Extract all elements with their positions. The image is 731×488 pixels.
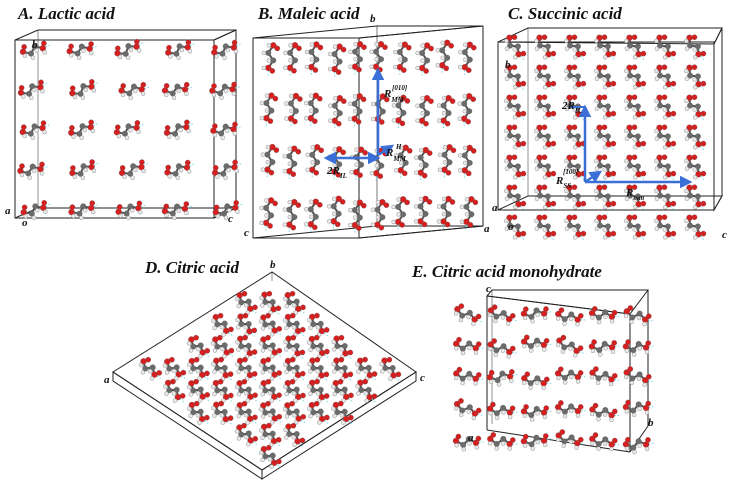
- panel-c-label-r-ss: RSS: [555, 175, 571, 190]
- panel-d-title: D. Citric acid: [145, 258, 239, 277]
- panel-e-axis-a: a: [468, 432, 474, 444]
- panel-b-label-r-mm-010-sup: [010]: [392, 84, 408, 92]
- panel-b: RMM [010] RMM H 2RIL b c a: [244, 13, 490, 239]
- panel-a-unit-cell: [14, 29, 237, 219]
- panel-b-title: B. Maleic acid: [258, 4, 360, 23]
- panel-e-molecules: [452, 303, 656, 455]
- panel-c-vector-r-ss: [584, 170, 603, 184]
- panel-c-axis-a: a: [492, 202, 498, 214]
- panel-d-unit-cell: [112, 271, 417, 480]
- panel-c-label-r-mm: Rmm: [625, 187, 645, 202]
- panel-e-axis-c: c: [486, 283, 491, 295]
- panel-c-axis-b: b: [505, 59, 511, 71]
- panel-b-axis-c: c: [244, 227, 249, 239]
- panel-b-label-2r-il: 2RIL: [326, 165, 347, 180]
- panel-c: 2RIL RSS [100] Rmm b a o c: [492, 27, 727, 242]
- panel-a-axis-c: c: [228, 213, 233, 225]
- panel-d-axis-a: a: [104, 374, 110, 386]
- panel-d-axis-c: c: [420, 372, 425, 384]
- panel-d-molecules: [138, 290, 402, 469]
- panel-b-molecules: [259, 39, 479, 235]
- panel-b-axis-a: a: [484, 223, 490, 235]
- panel-d-axis-b: b: [270, 259, 276, 271]
- panel-c-title: C. Succinic acid: [508, 4, 622, 23]
- panel-b-label-r-mm-h-sup: H: [395, 143, 402, 151]
- panel-a-axis-b: b: [32, 39, 38, 51]
- panel-b-label-r-mm-h: RMM: [385, 147, 407, 163]
- panel-c-molecules: [504, 34, 707, 242]
- panel-b-label-r-mm-010: RMM: [383, 88, 405, 104]
- panel-c-axis-c: c: [722, 229, 727, 241]
- panel-c-label-2r-il: 2RIL: [561, 100, 582, 115]
- panel-a: b a o c: [5, 29, 244, 229]
- panel-c-axis-o: o: [508, 221, 514, 233]
- panel-a-axis-o: o: [22, 217, 28, 229]
- panel-c-label-r-ss-sup: [100]: [563, 168, 579, 176]
- panel-e-title: E. Citric acid monohydrate: [412, 262, 602, 281]
- panel-b-axis-b: b: [370, 13, 376, 25]
- panel-e: c a b: [452, 283, 656, 455]
- panel-a-title: A. Lactic acid: [18, 4, 115, 23]
- panel-a-axis-a: a: [5, 205, 11, 217]
- panel-e-axis-b: b: [648, 417, 654, 429]
- panel-d: b a c: [104, 259, 425, 480]
- panel-a-molecules: [17, 38, 244, 220]
